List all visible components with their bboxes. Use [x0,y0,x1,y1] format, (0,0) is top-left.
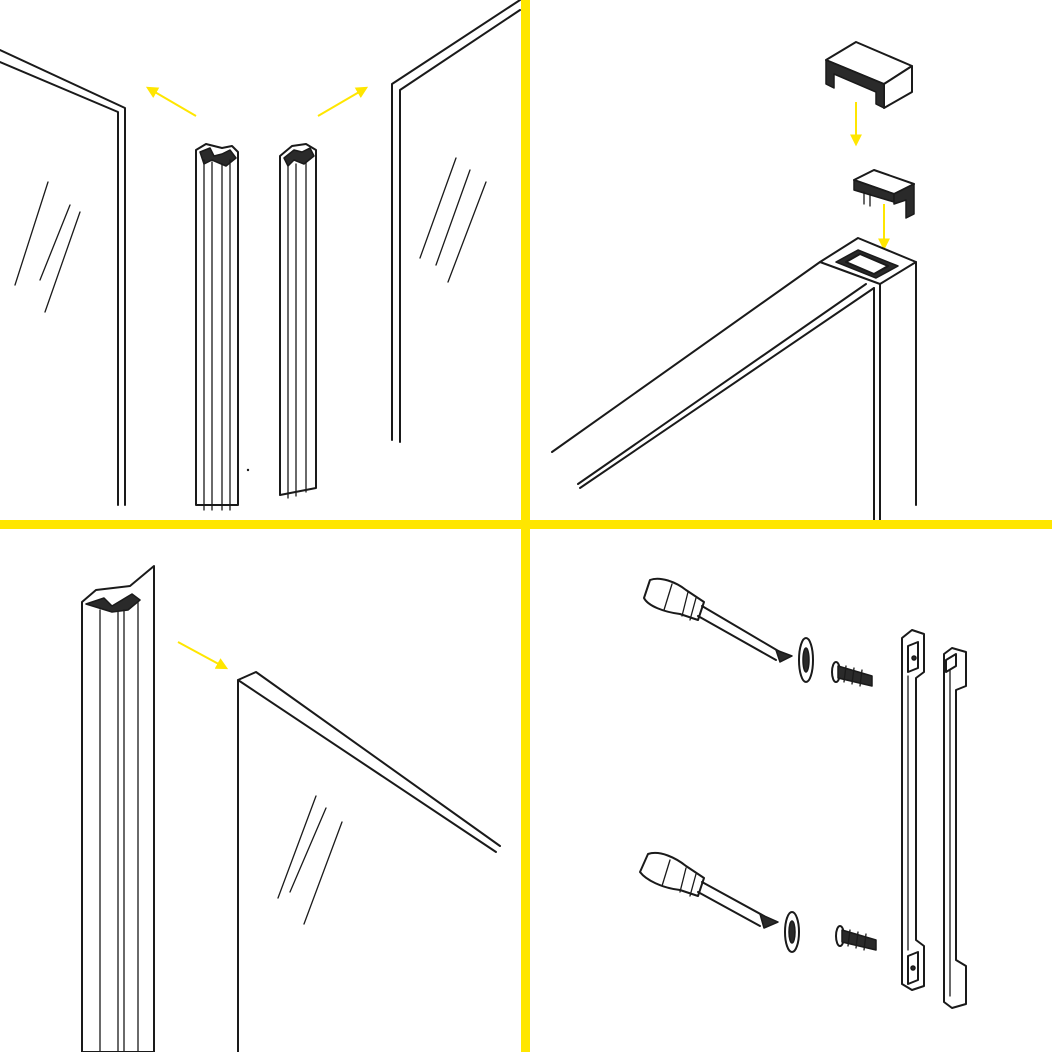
screw-icon [835,925,877,951]
arrow-icon [145,86,197,117]
cover-profile [943,647,967,1009]
panel-step-3 [81,565,501,1052]
glass-panel-right [391,0,521,443]
glass-panel [237,671,501,1052]
end-cap-icon [825,41,913,109]
screwdriver-icon [639,852,779,929]
arrow-icon [177,641,229,670]
divider-horizontal [0,520,1052,529]
wall-bracket [901,629,925,991]
glass-panel-left [0,49,126,506]
panel-step-1 [0,0,521,511]
screwdriver-icon [643,577,793,663]
screw-icon [831,661,873,687]
washer-icon [784,911,800,953]
arrow-icon [317,86,369,117]
frame-profile [551,237,917,521]
wall-profile-right [279,143,317,499]
wall-profile [81,565,155,1052]
panel-step-4 [639,577,967,1009]
panel-step-2 [551,41,917,521]
washer-icon [798,637,814,683]
insert-piece [853,169,915,219]
wall-profile-left [195,143,239,511]
